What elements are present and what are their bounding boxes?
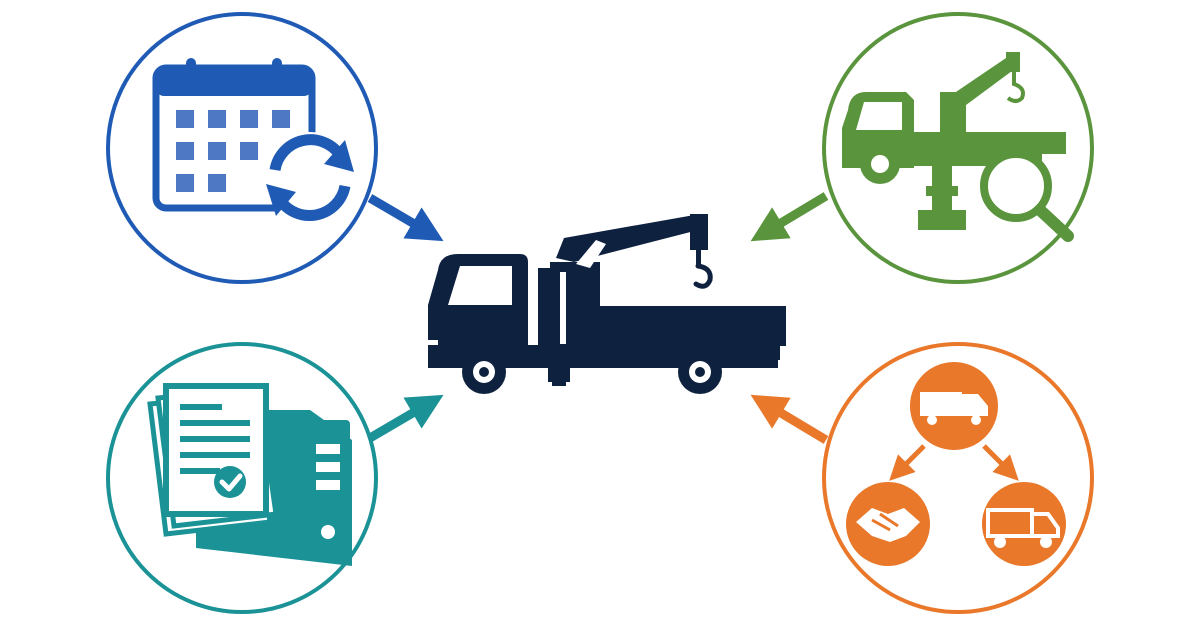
truck-bottom-icon: [982, 482, 1066, 566]
calendar-refresh-icon: [152, 58, 356, 224]
truck-top-icon: [910, 362, 998, 450]
inspection-circle: [822, 12, 1094, 284]
document-binder-check-icon: [147, 383, 352, 566]
dispatch-arrow: [750, 394, 829, 444]
crane-truck-inspection-icon: [842, 52, 1074, 242]
inspection-arrow: [750, 192, 829, 242]
dispatch-circle: [822, 342, 1094, 614]
scheduling-node: [106, 12, 444, 284]
scheduling-arrow: [367, 194, 444, 242]
inspection-node: [750, 12, 1094, 284]
truck-handshake-network-icon: [846, 362, 1066, 566]
scheduling-circle: [106, 12, 378, 284]
documentation-arrow: [367, 394, 444, 442]
crane-truck-icon: [428, 214, 786, 394]
handshake-icon: [846, 482, 930, 566]
dispatch-node: [750, 342, 1094, 614]
documentation-node: [106, 342, 444, 614]
documentation-circle: [106, 342, 378, 614]
